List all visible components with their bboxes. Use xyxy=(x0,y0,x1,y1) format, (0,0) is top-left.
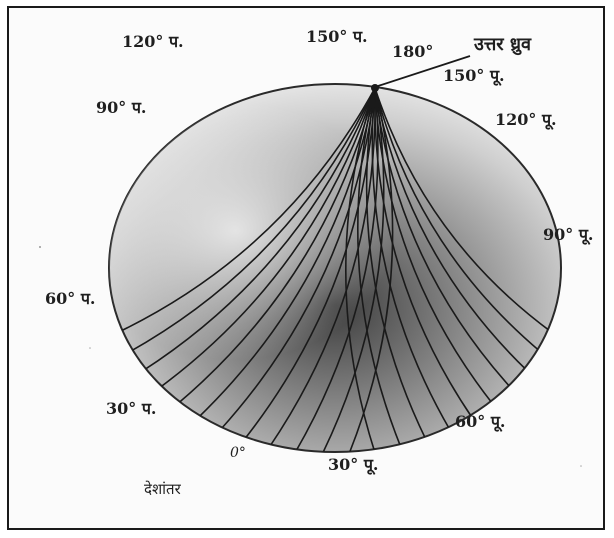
label-150-west: 150° प. xyxy=(306,27,368,46)
caption-longitude: देशांतर xyxy=(144,480,182,498)
speck xyxy=(39,246,41,248)
label-60-east: 60° पू. xyxy=(455,412,506,432)
label-150-east: 150° पू. xyxy=(443,66,505,86)
label-30-west: 30° प. xyxy=(106,399,157,418)
label-90-east: 90° पू. xyxy=(543,225,594,245)
speck xyxy=(89,347,91,349)
speck xyxy=(580,465,582,467)
north-pole-label: उत्तर ध्रुव xyxy=(473,34,532,56)
label-180: 180° xyxy=(392,42,433,61)
globe-highlight xyxy=(109,84,561,452)
label-0-prime: 0° xyxy=(230,445,246,461)
label-30-east: 30° पू. xyxy=(328,455,379,475)
label-120-west: 120° प. xyxy=(122,32,184,51)
label-90-west: 90° प. xyxy=(96,98,147,117)
label-60-west: 60° प. xyxy=(45,289,96,308)
label-120-east: 120° पू. xyxy=(495,110,557,130)
